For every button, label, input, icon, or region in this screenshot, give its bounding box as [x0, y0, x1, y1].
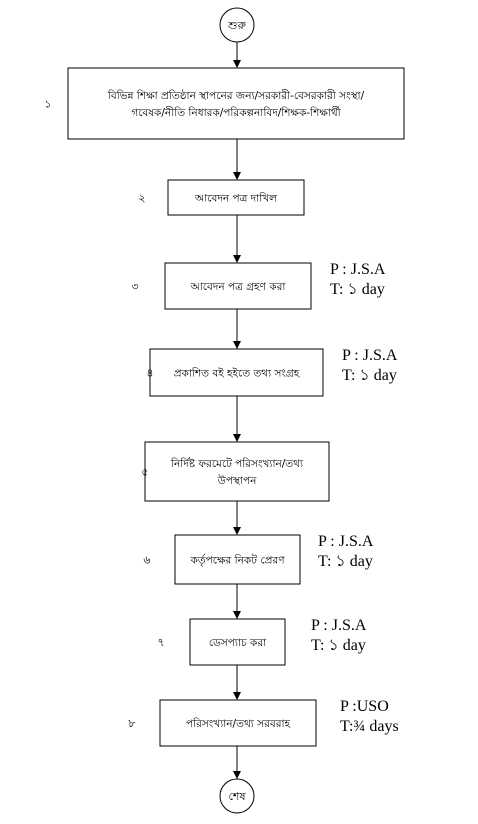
process-box [164, 262, 312, 310]
step-number: ৮ [128, 717, 135, 730]
responsible-person-note: P : J.S.A [330, 261, 386, 278]
end-label: শেষ [228, 790, 246, 803]
step-text-line: পরিসংখ্যান/তথ্য সরবরাহ [186, 717, 292, 730]
process-step-6: কর্তৃপক্ষের নিকট প্রেরণ ৬ P : J.S.A T: ১ da… [143, 533, 374, 585]
step-text-line: গবেষক/নীতি নিধারক/পরিকল্পনাবিদ/শিক্ষক-শি… [131, 106, 341, 119]
start-label: শুরু [227, 19, 246, 32]
time-note: T:¾ days [340, 718, 399, 735]
process-step-1: বিভিন্ন শিক্ষা প্রতিষ্ঠান স্থাপনের জন্য/… [44, 67, 405, 140]
step-number: ৩ [131, 280, 138, 293]
process-box [159, 699, 317, 747]
process-step-4: প্রকাশিত বই হইতে তথ্য সংগ্রহ ৪ P : J.S.A T:… [146, 347, 398, 397]
step-text-line: আবেদন পত্র দাখিল [194, 192, 278, 205]
process-box [174, 534, 301, 585]
time-note: T: ১ day [342, 367, 397, 384]
flow-nodes: শুরু বিভিন্ন শিক্ষা প্রতিষ্ঠান স্থাপনের জ… [44, 7, 405, 814]
time-note: T: ১ day [311, 637, 366, 654]
process-step-2: আবেদন পত্র দাখিল ২ [138, 179, 305, 216]
step-number: ২ [138, 192, 145, 205]
responsible-person-note: P : J.S.A [342, 347, 398, 364]
step-number: ৪ [146, 367, 153, 380]
process-box [144, 441, 330, 502]
process-box [67, 67, 405, 140]
responsible-person-note: P : J.S.A [311, 617, 367, 634]
start-circle [219, 7, 255, 43]
time-note: T: ১ day [318, 553, 373, 570]
step-number: ৬ [143, 554, 150, 567]
process-box [167, 179, 305, 216]
step-text-line: আবেদন পত্র গ্রহণ করা [190, 281, 287, 293]
step-text-line: প্রকাশিত বই হইতে তথ্য সংগ্রহ [174, 367, 301, 380]
process-step-7: ডেসপ্যাচ করা ৭ P : J.S.A T: ১ day [157, 617, 367, 666]
end-circle [219, 778, 255, 814]
step-number: ১ [44, 98, 51, 111]
step-text-line: কর্তৃপক্ষের নিকট প্রেরণ [189, 554, 285, 567]
responsible-person-note: P : J.S.A [318, 533, 374, 550]
process-step-5: নির্দিষ্ট ফরমেটে পরিসংখ্যান/তথ্য উপস্থাপন… [141, 441, 330, 502]
process-box [189, 618, 286, 666]
time-note: T: ১ day [330, 281, 385, 298]
process-box [149, 348, 324, 397]
step-text-line: বিভিন্ন শিক্ষা প্রতিষ্ঠান স্থাপনের জন্য/… [107, 89, 365, 102]
responsible-person-note: P :USO [340, 698, 389, 715]
process-step-3: আবেদন পত্র গ্রহণ করা ৩ P : J.S.A T: ১ day [131, 261, 386, 310]
end-terminal: শেষ [219, 778, 255, 814]
start-terminal: শুরু [219, 7, 255, 43]
process-step-8: পরিসংখ্যান/তথ্য সরবরাহ ৮ P :USO T:¾ days [128, 698, 399, 747]
step-text-line: নির্দিষ্ট ফরমেটে পরিসংখ্যান/তথ্য [170, 457, 304, 470]
step-number: ৭ [157, 636, 164, 649]
step-text-line: ডেসপ্যাচ করা [209, 637, 267, 649]
step-number: ৫ [141, 466, 148, 479]
step-text-line: উপস্থাপন [217, 474, 257, 487]
